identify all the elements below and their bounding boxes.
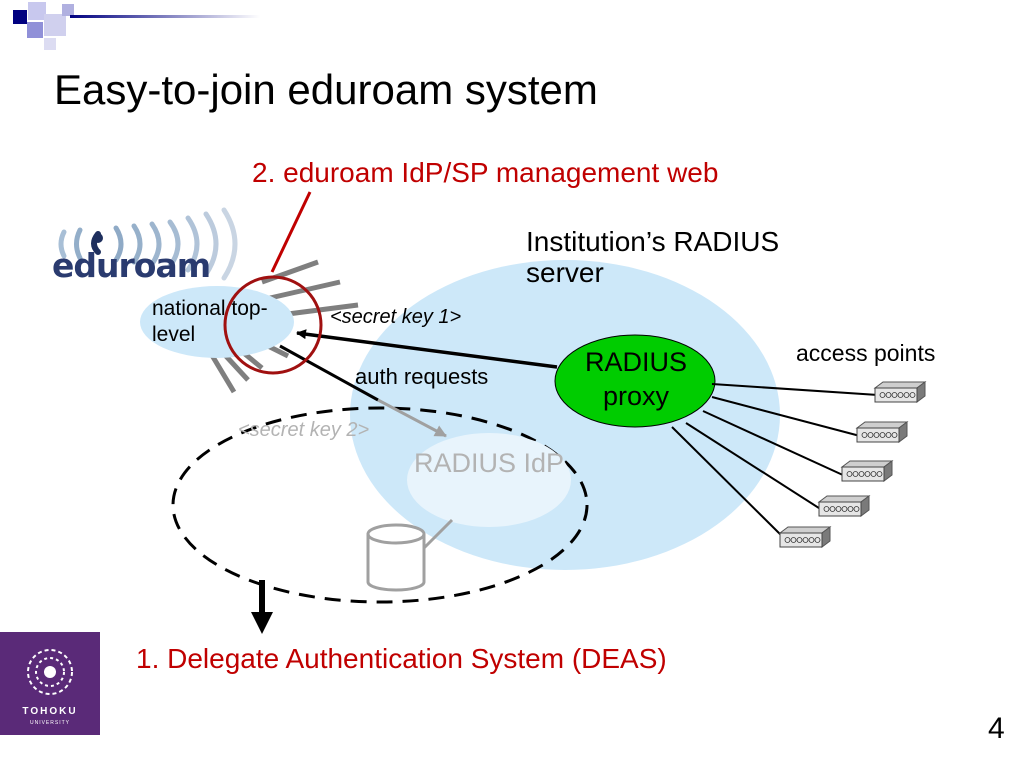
radius-idp-node: [407, 433, 571, 527]
management-web-callout: 2. eduroam IdP/SP management web: [252, 157, 719, 188]
page-number: 4: [988, 712, 1005, 745]
tohoku-university-logo: TOHOKU UNIVERSITY: [0, 632, 100, 735]
national-top-level-node: [140, 286, 294, 358]
corner-square: [13, 10, 27, 24]
tohoku-logo-subtitle: UNIVERSITY: [29, 720, 70, 726]
database-icon: [366, 523, 426, 592]
corner-square: [44, 38, 56, 50]
proxy-to-national-arrow: [296, 329, 558, 369]
radius-idp-label: RADIUS IdP: [413, 448, 565, 478]
radius-proxy-node: [554, 334, 716, 428]
deas-callout: 1. Delegate Authentication System (DEAS): [136, 643, 667, 674]
corner-square: [44, 14, 66, 36]
deas-down-arrow-head: [251, 612, 273, 634]
access-points-label: access points: [796, 340, 936, 366]
national-to-idp-segment: [279, 344, 379, 402]
corner-square: [27, 22, 43, 38]
eduroam-logo-dot: [93, 233, 103, 243]
tohoku-emblem: [27, 649, 73, 695]
slide-title: Easy-to-join eduroam system: [54, 66, 598, 113]
corner-decoration: [13, 2, 260, 50]
auth-requests-label: auth requests: [355, 364, 489, 389]
eduroam-logo-text: eduroam: [52, 246, 211, 285]
corner-square: [62, 4, 74, 16]
institution-label: Institution’s RADIUS server: [526, 226, 780, 288]
title-gradient-bar: [70, 15, 260, 18]
secret-key-1-label: <secret key 1>: [330, 306, 462, 328]
eduroam-logo: eduroam: [44, 206, 254, 286]
red-highlight-circle: [223, 275, 323, 375]
secret-key-2-label: <secret key 2>: [238, 419, 370, 441]
idp-to-database-line: [422, 518, 454, 550]
radius-proxy-label: RADIUS proxy: [584, 347, 687, 411]
access-point-links: [671, 383, 879, 541]
national-top-level-label: national top-level: [152, 297, 268, 346]
corner-square: [28, 2, 46, 20]
deas-boundary: [171, 406, 589, 604]
tohoku-logo-name: TOHOKU: [22, 706, 78, 717]
auth-request-arrow: [377, 398, 447, 438]
red-callout-line: [270, 191, 312, 273]
